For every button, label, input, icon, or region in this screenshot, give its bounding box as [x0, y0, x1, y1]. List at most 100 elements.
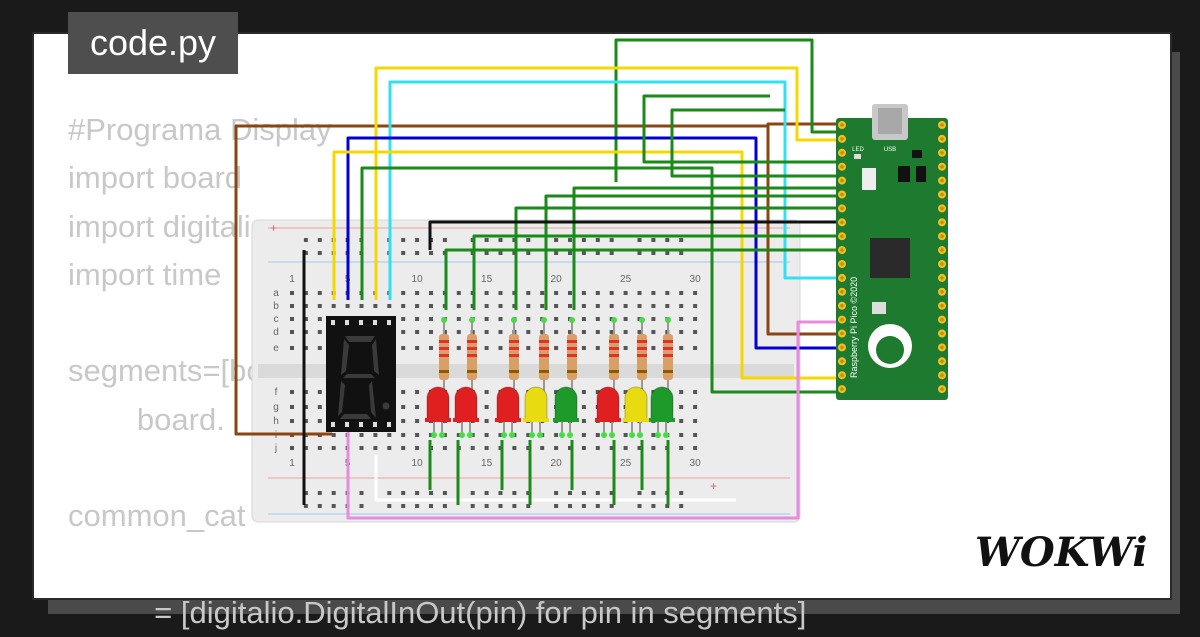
rail-hole	[679, 491, 684, 495]
raspberry-logo-inner	[876, 336, 904, 364]
resistor-band	[467, 340, 477, 343]
rail-hole	[484, 504, 489, 508]
rail-hole	[317, 504, 322, 508]
led-rim	[495, 418, 521, 422]
pin-marker	[441, 317, 447, 323]
rail-hole	[637, 491, 642, 495]
breadboard-hole	[456, 291, 461, 295]
resistor-band	[663, 347, 673, 350]
rail-hole	[303, 251, 308, 255]
pico-pin-hole	[840, 387, 844, 391]
display-segment	[372, 339, 379, 375]
display-segment	[369, 381, 376, 418]
column-number: 30	[690, 458, 702, 469]
rail-hole	[498, 504, 503, 508]
breadboard-hole	[415, 419, 420, 423]
breadboard-hole	[456, 317, 461, 321]
pin-marker	[569, 317, 575, 323]
breadboard-hole	[665, 304, 670, 308]
chip	[916, 166, 926, 182]
pico-pin-hole	[840, 248, 844, 252]
pico-pin-hole	[940, 303, 944, 308]
display-segment	[340, 414, 371, 419]
resistor-band	[663, 340, 673, 343]
breadboard-hole	[540, 446, 545, 450]
breadboard-hole	[609, 291, 614, 295]
pin-marker	[663, 432, 669, 438]
debug-pad	[872, 302, 886, 314]
breadboard-hole	[401, 419, 406, 423]
breadboard-hole	[317, 446, 322, 450]
rail-hole	[651, 238, 656, 242]
pin-marker	[467, 432, 473, 438]
breadboard-hole	[554, 390, 559, 394]
led-yellow	[624, 386, 648, 421]
rail-hole	[401, 251, 406, 255]
breadboard-hole	[554, 330, 559, 334]
breadboard-hole	[679, 390, 684, 394]
breadboard-hole	[693, 433, 698, 437]
breadboard-hole	[581, 419, 586, 423]
display-pin	[345, 320, 349, 325]
rail-hole	[303, 238, 308, 242]
breadboard-hole	[442, 446, 447, 450]
breadboard-hole	[581, 330, 586, 334]
pico-pin-hole	[840, 317, 844, 322]
breadboard-hole	[693, 291, 698, 295]
pin-marker	[459, 432, 465, 438]
code-line: = [digitalio.DigitalInOut(pin) for pin i…	[68, 594, 807, 630]
breadboard-hole	[484, 330, 489, 334]
breadboard-hole	[290, 304, 294, 308]
rail-hole	[609, 251, 614, 255]
rail-hole	[526, 504, 531, 508]
breadboard-hole	[498, 346, 503, 350]
pico-pin-hole	[840, 206, 844, 211]
breadboard-hole	[568, 446, 572, 450]
rail-hole	[317, 251, 322, 255]
display-segment	[338, 381, 345, 416]
code-tab[interactable]: code.py	[68, 12, 238, 74]
breadboard-hole	[290, 291, 294, 295]
breadboard-hole	[693, 390, 698, 394]
breadboard-hole	[595, 390, 600, 394]
pin-marker	[469, 317, 475, 323]
rail-hole	[442, 491, 447, 495]
breadboard-hole	[401, 433, 406, 437]
breadboard-hole	[693, 304, 698, 308]
breadboard-hole	[484, 390, 489, 394]
components[interactable]	[326, 316, 675, 438]
resistor-band	[609, 347, 619, 350]
usb-port	[878, 108, 902, 134]
rail-hole	[442, 238, 447, 242]
pico-pin-hole	[940, 123, 944, 127]
rail-hole	[470, 504, 475, 508]
rail-hole	[359, 504, 364, 508]
resistor-band	[439, 340, 449, 343]
breadboard-hole	[456, 330, 461, 334]
breadboard-hole	[498, 433, 503, 437]
breadboard-hole	[303, 304, 308, 308]
display-pin	[373, 422, 377, 427]
pico-pin-hole	[940, 373, 944, 378]
breadboard-hole	[512, 304, 517, 308]
rail-hole	[568, 251, 572, 255]
pico-pin-hole	[840, 178, 844, 183]
breadboard-hole	[526, 291, 531, 295]
breadboard-hole	[401, 291, 406, 295]
rail-hole	[359, 491, 364, 495]
rail-hole	[429, 251, 433, 255]
pico-pin-hole	[840, 234, 844, 238]
pin-marker	[637, 432, 643, 438]
breadboard-hole	[359, 433, 364, 437]
rail-hole	[665, 251, 670, 255]
pin-marker	[511, 317, 517, 323]
breadboard-hole	[595, 346, 600, 350]
breadboard-hole	[317, 317, 322, 321]
rail-hole	[568, 504, 572, 508]
wire	[444, 248, 839, 310]
breadboard-hole	[595, 446, 600, 450]
breadboard-hole	[595, 330, 600, 334]
